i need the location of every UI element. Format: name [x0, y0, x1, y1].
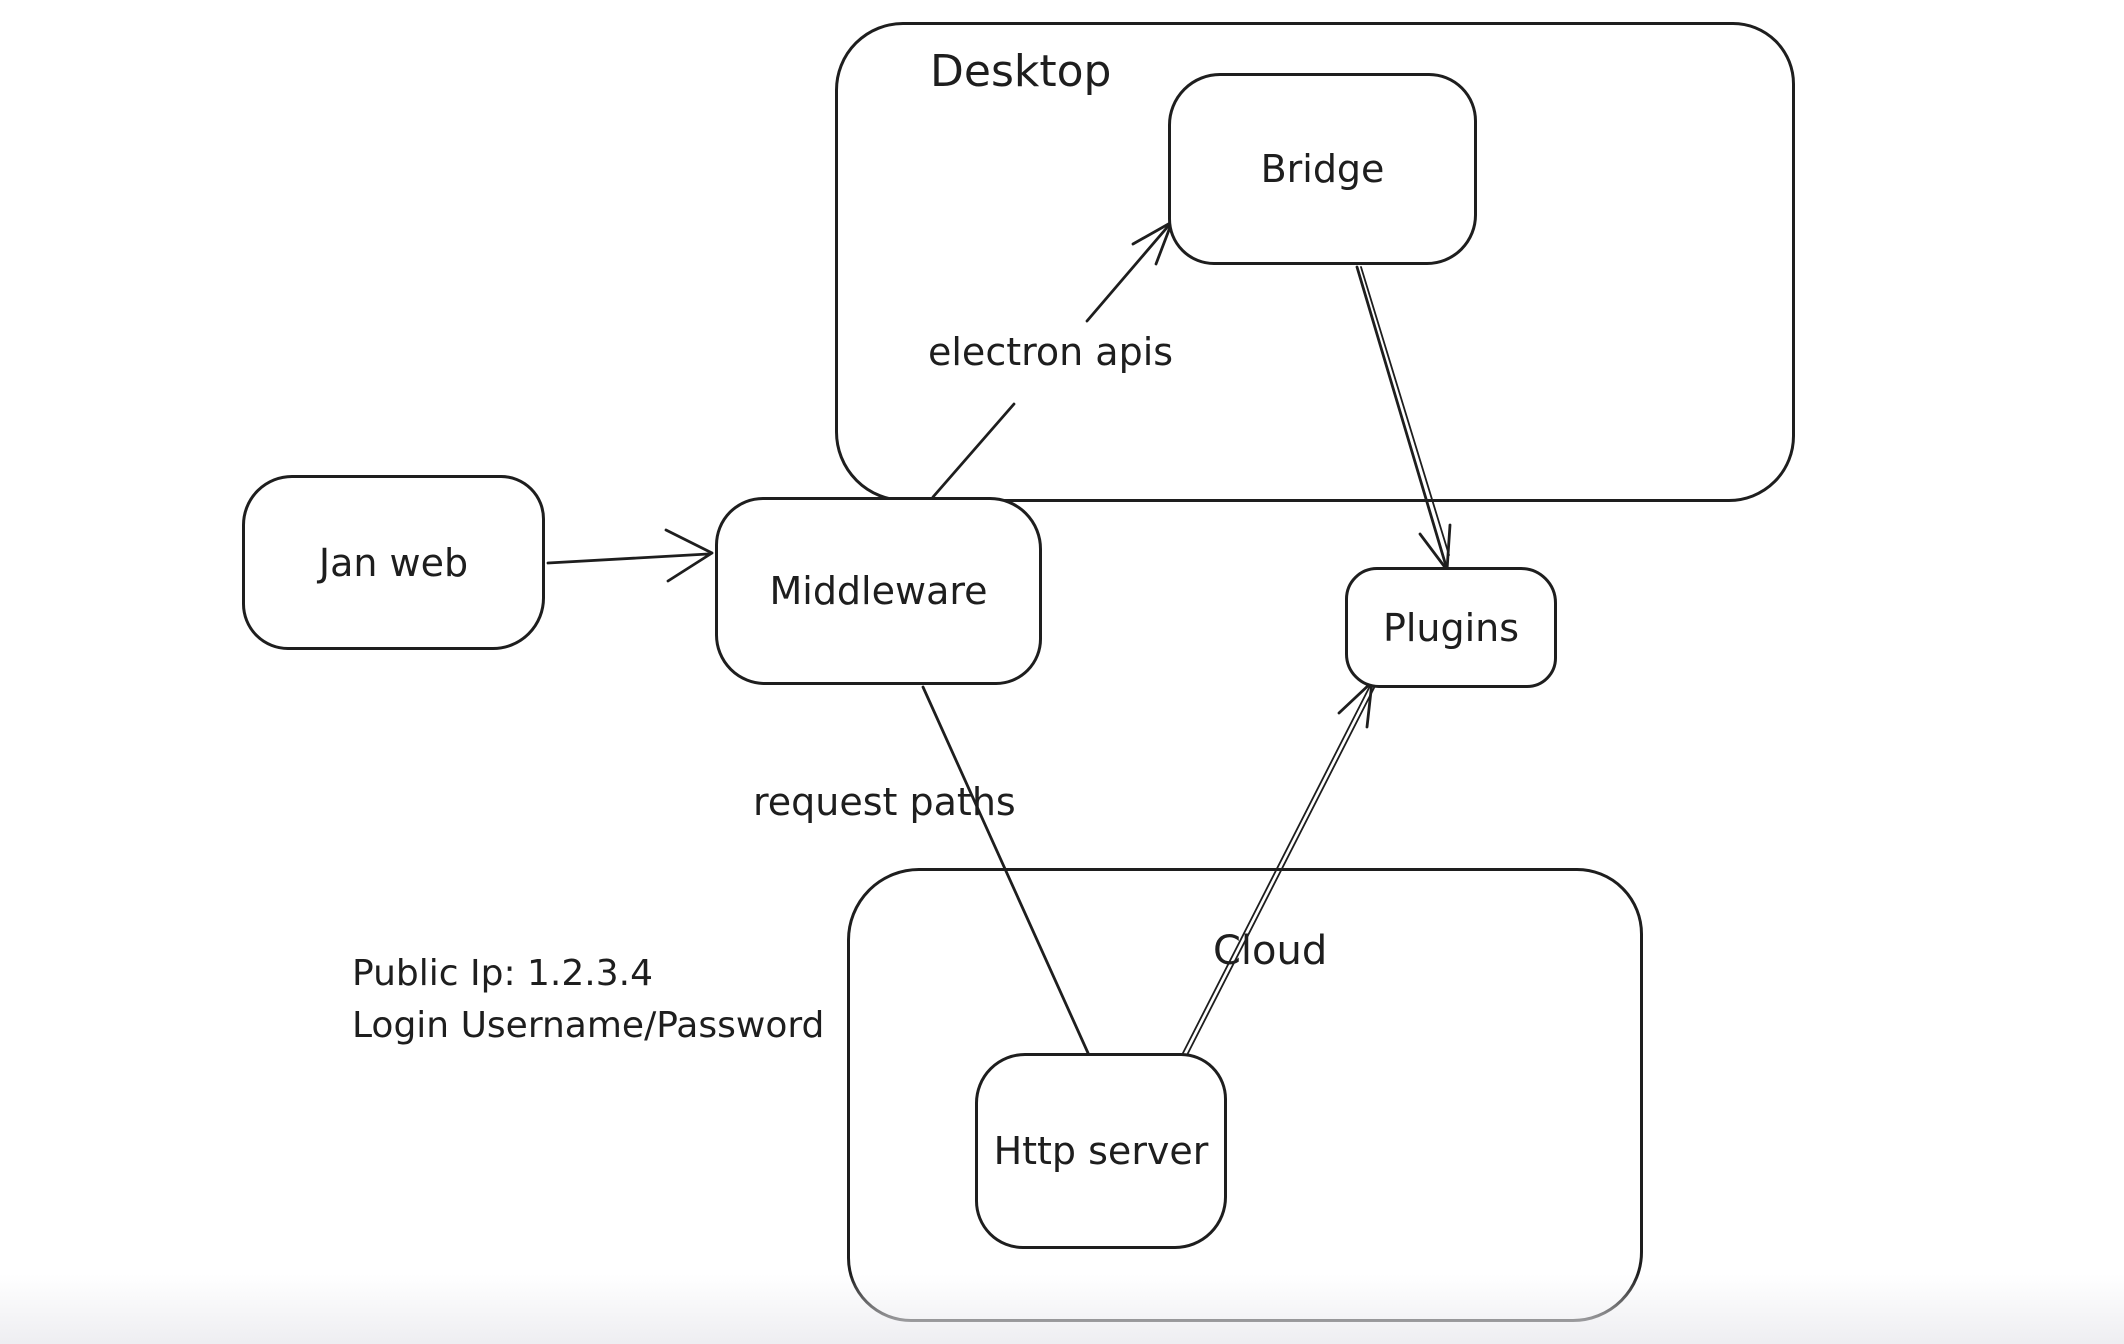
edge-label-electron-apis[interactable]: electron apis: [928, 330, 1174, 374]
credentials-annotation[interactable]: Public Ip: 1.2.3.4 Login Username/Passwo…: [352, 948, 824, 1052]
node-http-server-label: Http server: [993, 1129, 1209, 1173]
node-bridge[interactable]: Bridge: [1168, 73, 1477, 265]
node-http-server[interactable]: Http server: [975, 1053, 1227, 1249]
arrow-bridge-to-plugins[interactable]: [1355, 265, 1452, 572]
node-plugins[interactable]: Plugins: [1345, 567, 1557, 688]
node-middleware[interactable]: Middleware: [715, 497, 1042, 685]
node-jan-web-label: Jan web: [318, 540, 469, 585]
edge-label-request-paths[interactable]: request paths: [753, 780, 1016, 824]
public-ip-text: Public Ip: 1.2.3.4: [352, 953, 653, 994]
node-bridge-label: Bridge: [1260, 147, 1385, 191]
desktop-container-label[interactable]: Desktop: [930, 46, 1112, 97]
cloud-container-label[interactable]: Cloud: [1213, 928, 1328, 974]
node-plugins-label: Plugins: [1382, 605, 1520, 650]
login-credentials-text: Login Username/Password: [352, 1005, 825, 1047]
node-middleware-label: Middleware: [769, 569, 988, 613]
node-jan-web[interactable]: Jan web: [242, 475, 545, 650]
arrow-janweb-to-middleware[interactable]: [546, 528, 714, 583]
desktop-container[interactable]: [835, 22, 1795, 502]
